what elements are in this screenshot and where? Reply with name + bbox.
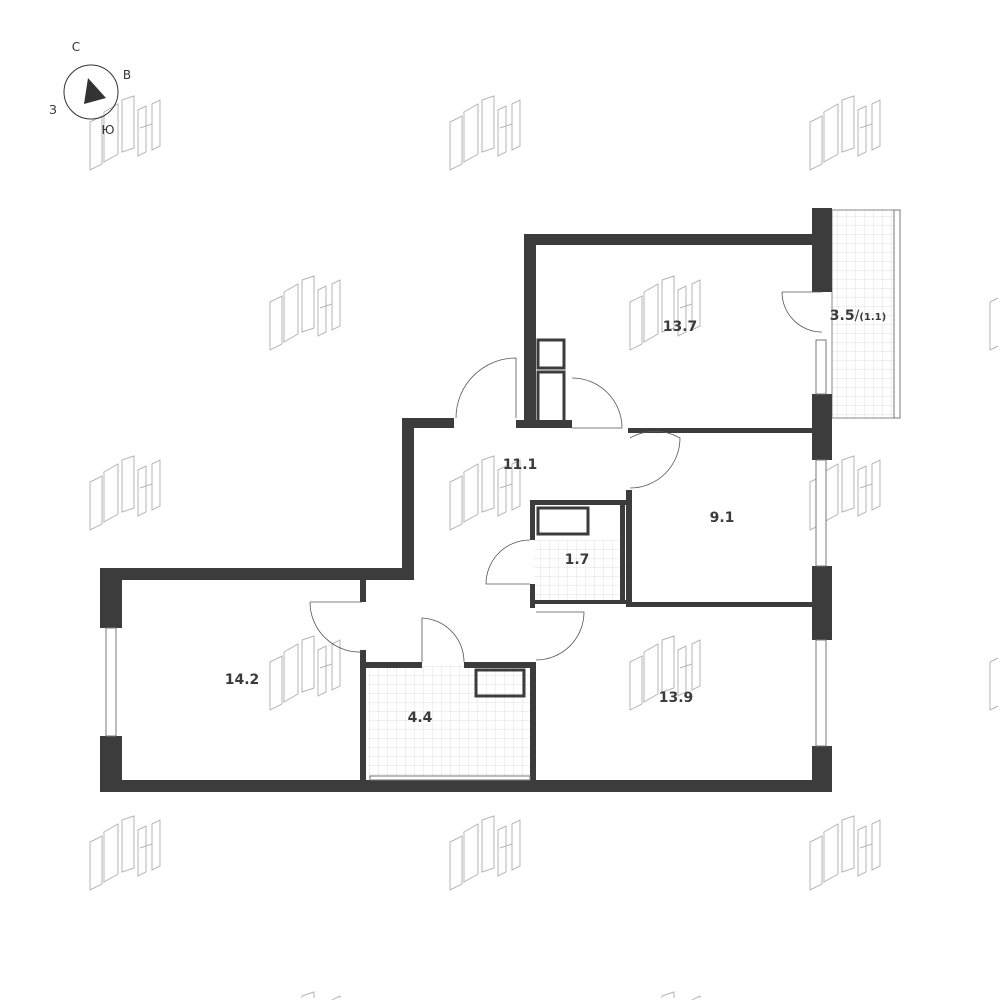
room-area-living: 14.2	[224, 672, 260, 688]
balcony-floor	[831, 209, 899, 419]
compass-west: З	[49, 103, 57, 117]
room-area-hall: 11.1	[502, 457, 538, 473]
door-swings	[309, 291, 823, 663]
room-area-kitchen: 13.9	[658, 690, 694, 706]
compass-north: С	[71, 40, 81, 54]
room-area-bedroom-2: 9.1	[709, 510, 735, 526]
balcony-separator: /	[854, 308, 860, 324]
room-area-bedroom-1: 13.7	[662, 319, 698, 335]
balcony-area: 3.5	[829, 308, 855, 324]
windows	[105, 209, 901, 781]
balcony-area-reduced: (1.1)	[859, 312, 887, 323]
bathroom-floor	[368, 666, 532, 778]
compass-east: В	[122, 68, 132, 82]
compass-icon	[63, 64, 119, 120]
fixtures	[474, 338, 590, 698]
compass-south: Ю	[101, 123, 115, 137]
bathroom-small-floor	[534, 540, 626, 604]
room-area-balcony: 3.5/(1.1)	[830, 308, 886, 324]
room-area-bathroom-small: 1.7	[564, 552, 590, 568]
room-area-bathroom: 4.4	[407, 710, 433, 726]
walls	[100, 208, 832, 792]
